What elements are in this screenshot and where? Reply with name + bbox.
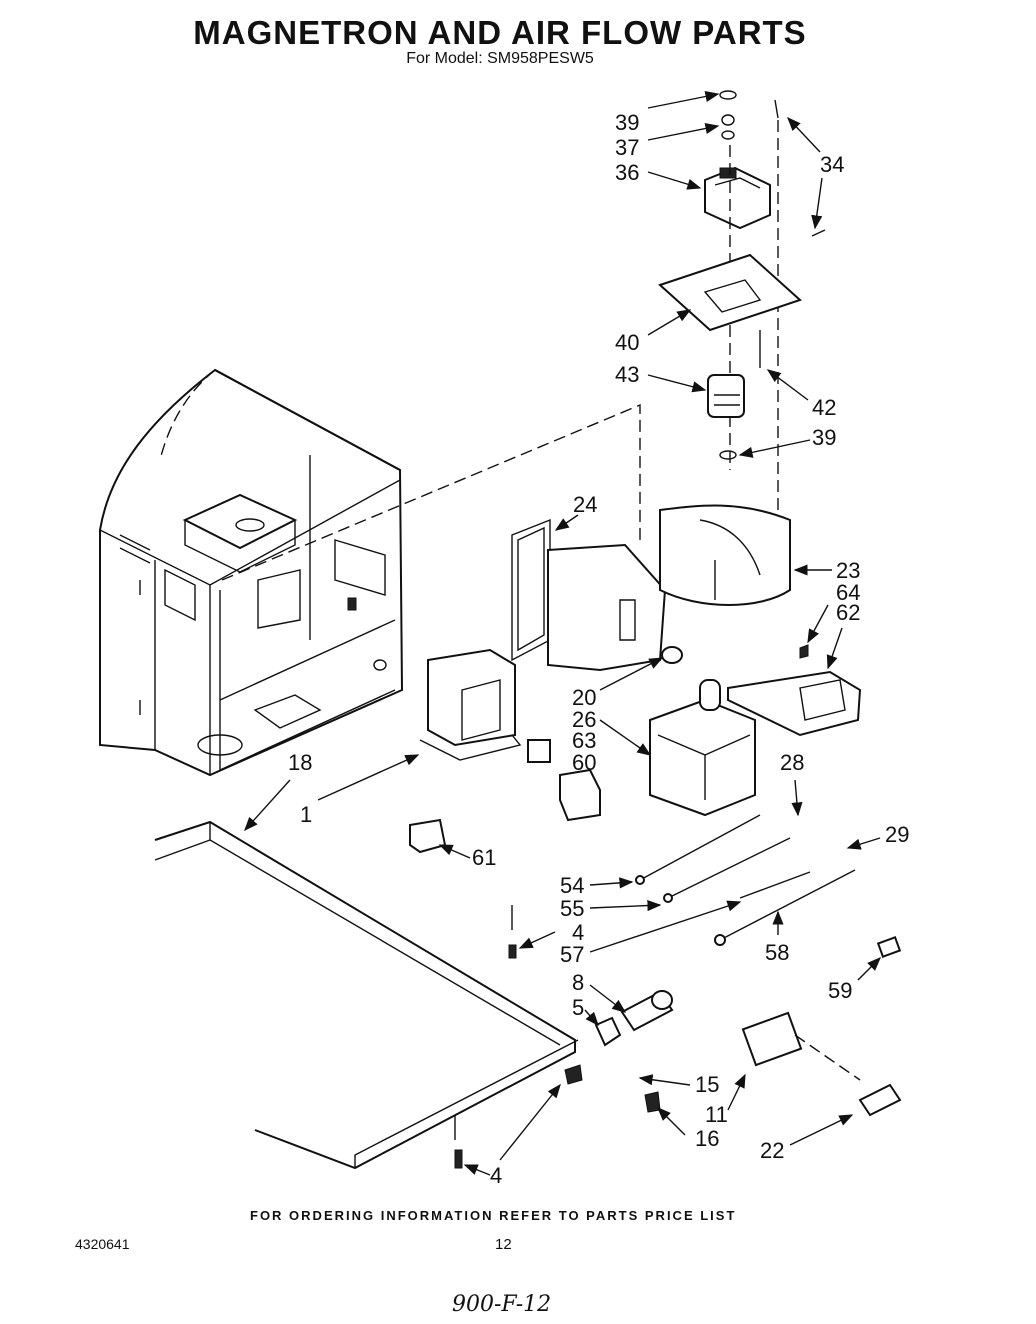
- wire-harnesses: [635, 814, 856, 946]
- handwritten-annotation: 900-F-12: [452, 1292, 552, 1317]
- callout-64: 64: [836, 580, 860, 605]
- callout-24: 24: [573, 492, 597, 517]
- ordering-note: FOR ORDERING INFORMATION REFER TO PARTS …: [250, 1208, 737, 1223]
- callout-26: 26: [572, 707, 596, 732]
- callout-20: 20: [572, 685, 596, 710]
- relay-part: [559, 768, 601, 822]
- callout-39b: 39: [812, 425, 836, 450]
- capacitor-assembly: [454, 905, 902, 1169]
- callout-28: 28: [780, 750, 804, 775]
- callout-39a: 39: [615, 110, 639, 135]
- oven-cabinet: [99, 368, 404, 777]
- magnetron: [649, 679, 756, 817]
- bracket: [727, 670, 862, 737]
- callout-54: 54: [560, 873, 584, 898]
- callout-8: 8: [572, 970, 584, 995]
- callout-62: 62: [836, 600, 860, 625]
- callout-15: 15: [695, 1072, 719, 1097]
- callout-29: 29: [885, 822, 909, 847]
- callout-61: 61: [472, 845, 496, 870]
- callout-4b: 4: [490, 1163, 502, 1188]
- page-number: 12: [495, 1236, 512, 1253]
- spacer-part: [527, 739, 551, 763]
- callout-57: 57: [560, 942, 584, 967]
- callout-22: 22: [760, 1138, 784, 1163]
- callout-60: 60: [572, 750, 596, 775]
- page-title: MAGNETRON AND AIR FLOW PARTS: [193, 14, 807, 51]
- callout-36: 36: [615, 160, 639, 185]
- callout-37: 37: [615, 135, 639, 160]
- model-subtitle: For Model: SM958PESW5: [406, 50, 594, 67]
- document-number: 4320641: [75, 1236, 130, 1252]
- air-duct-assembly: [511, 504, 809, 672]
- fan-motor-assembly: [658, 90, 826, 520]
- callout-59: 59: [828, 978, 852, 1003]
- callout-58: 58: [765, 940, 789, 965]
- callout-16: 16: [695, 1126, 719, 1151]
- callout-42: 42: [812, 395, 836, 420]
- terminal-part: [409, 818, 447, 854]
- callout-18: 18: [288, 750, 312, 775]
- callout-55: 55: [560, 896, 584, 921]
- callout-63: 63: [572, 728, 596, 753]
- transformer: [419, 648, 522, 761]
- callout-34: 34: [820, 152, 844, 177]
- callout-43: 43: [615, 362, 639, 387]
- callout-23: 23: [836, 558, 860, 583]
- callout-11: 11: [705, 1102, 728, 1127]
- callout-5: 5: [572, 995, 584, 1020]
- callout-4a: 4: [572, 920, 584, 945]
- callout-40: 40: [615, 330, 639, 355]
- base-plate: [154, 820, 579, 1170]
- leader-arrows: [244, 90, 881, 1176]
- callout-numbers: 39 37 36 34 40 43 42 39 24 23 64 62 20 2…: [288, 110, 909, 1188]
- callout-1: 1: [300, 802, 312, 827]
